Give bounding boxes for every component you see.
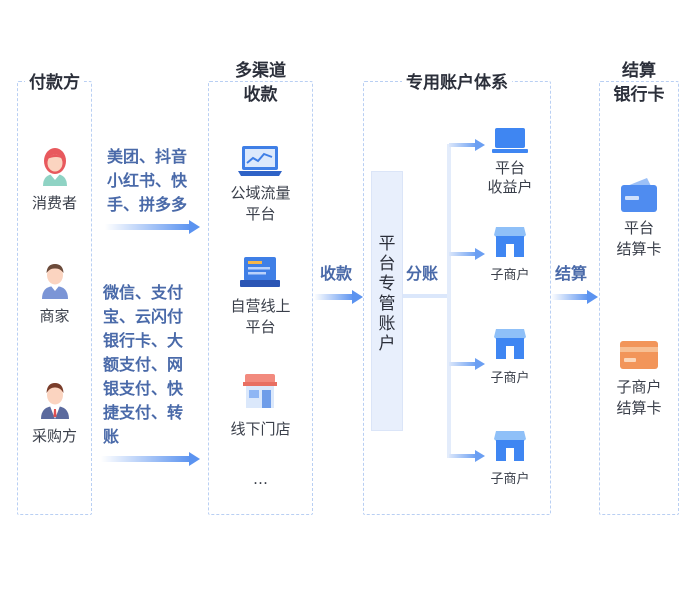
channel-column <box>208 81 313 515</box>
platform-income-account-label: 平台收益户 <box>487 159 533 196</box>
payer-title: 付款方 <box>17 71 92 95</box>
payment-method-list: 微信、支付 宝、云闪付 银行卡、大 额支付、网 银支付、快 捷支付、转 账 <box>103 283 184 446</box>
settle-label: 结算 <box>555 264 588 283</box>
merchant-avatar-icon <box>42 264 68 299</box>
collect-arrow <box>314 290 363 304</box>
settle-title: 结算 银行卡 <box>599 59 679 107</box>
sub-merchant-settlement-card-icon <box>620 341 658 369</box>
laptop-chart-icon <box>238 146 282 176</box>
platform-income-laptop-icon <box>492 128 528 153</box>
payer-purchaser-label: 采购方 <box>31 427 77 445</box>
payer-to-channel-arrow-2 <box>101 452 200 466</box>
split-label: 分账 <box>406 264 439 283</box>
sub-merchant-settlement-card-label: 子商户结算卡 <box>616 378 662 417</box>
platform-settlement-card-label: 平台结算卡 <box>616 219 662 258</box>
settle-column <box>599 81 679 515</box>
collect-label: 收款 <box>320 264 353 283</box>
channel-more-label: … <box>253 470 268 488</box>
consumer-avatar-icon <box>43 148 67 186</box>
platform-settlement-card-icon <box>621 178 657 212</box>
purchaser-avatar-icon <box>41 383 69 419</box>
channel-self-operated-label: 自营线上平台 <box>230 297 291 336</box>
channel-title: 多渠道 收款 <box>208 59 313 107</box>
platform-managed-account-box <box>371 171 403 431</box>
platform-managed-account-label: 平台专管账户 <box>378 234 396 354</box>
payer-to-channel-arrow-1 <box>105 220 200 234</box>
settle-arrow <box>551 290 598 304</box>
sub-merchant-shop-icon-1 <box>494 227 526 257</box>
offline-store-icon <box>243 374 277 408</box>
sub-merchant-label-2: 子商户 <box>490 371 530 386</box>
account-title: 专用账户体系 <box>363 71 551 95</box>
ecommerce-platform-list: 美团、抖音 小红书、快 手、拼多多 <box>107 147 188 214</box>
sub-merchant-shop-icon-3 <box>494 431 526 461</box>
sub-merchant-label-3: 子商户 <box>490 472 530 487</box>
sub-merchant-label-1: 子商户 <box>490 268 530 283</box>
channel-public-traffic-label: 公域流量平台 <box>230 184 291 223</box>
payer-merchant-label: 商家 <box>39 307 70 325</box>
payer-consumer-label: 消费者 <box>31 194 77 212</box>
self-operated-platform-icon <box>240 257 280 287</box>
channel-offline-store-label: 线下门店 <box>230 420 291 438</box>
sub-merchant-shop-icon-2 <box>494 329 526 359</box>
split-branch-arrows <box>403 139 485 462</box>
